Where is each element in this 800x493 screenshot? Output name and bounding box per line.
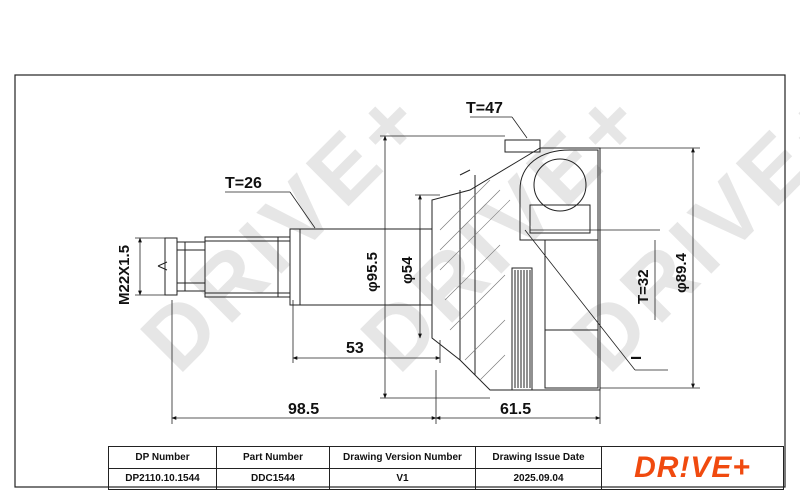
dim-l985: 98.5 bbox=[288, 401, 319, 418]
dp-number-cell: DP Number DP2110.10.1544 bbox=[109, 447, 217, 489]
dimension-lines bbox=[135, 116, 700, 424]
issue-date-value: 2025.09.04 bbox=[513, 473, 564, 485]
dim-d894: φ89.4 bbox=[673, 252, 690, 293]
hatching bbox=[439, 179, 511, 381]
dim-t26: T=26 bbox=[225, 175, 262, 192]
dim-l53: 53 bbox=[346, 340, 364, 357]
part-number-value: DDC1544 bbox=[251, 473, 295, 485]
dim-d955: φ95.5 bbox=[364, 252, 381, 292]
drawing-version-value: V1 bbox=[396, 473, 409, 485]
dim-l615: 61.5 bbox=[500, 401, 531, 418]
drawing-version-label: Drawing Version Number bbox=[330, 447, 475, 469]
part-number-cell: Part Number DDC1544 bbox=[217, 447, 330, 489]
dp-number-label: DP Number bbox=[109, 447, 216, 469]
issue-date-label: Drawing Issue Date bbox=[476, 447, 601, 469]
part-number-label: Part Number bbox=[217, 447, 329, 469]
drive-logo: DR!VE+ bbox=[634, 451, 751, 484]
dim-d54: φ54 bbox=[399, 256, 416, 284]
dim-roman: I bbox=[628, 356, 645, 360]
dim-t47: T=47 bbox=[466, 100, 503, 117]
dim-m22: M22X1.5 bbox=[116, 245, 133, 305]
part-outline bbox=[157, 139, 601, 391]
dp-number-value: DP2110.10.1544 bbox=[125, 473, 200, 485]
title-block: DP Number DP2110.10.1544 Part Number DDC… bbox=[108, 446, 784, 490]
logo-cell: DR!VE+ bbox=[602, 447, 783, 489]
dim-t32: T=32 bbox=[635, 269, 652, 304]
drawing-frame bbox=[14, 74, 786, 488]
issue-date-cell: Drawing Issue Date 2025.09.04 bbox=[476, 447, 602, 489]
drawing-version-cell: Drawing Version Number V1 bbox=[330, 447, 476, 489]
